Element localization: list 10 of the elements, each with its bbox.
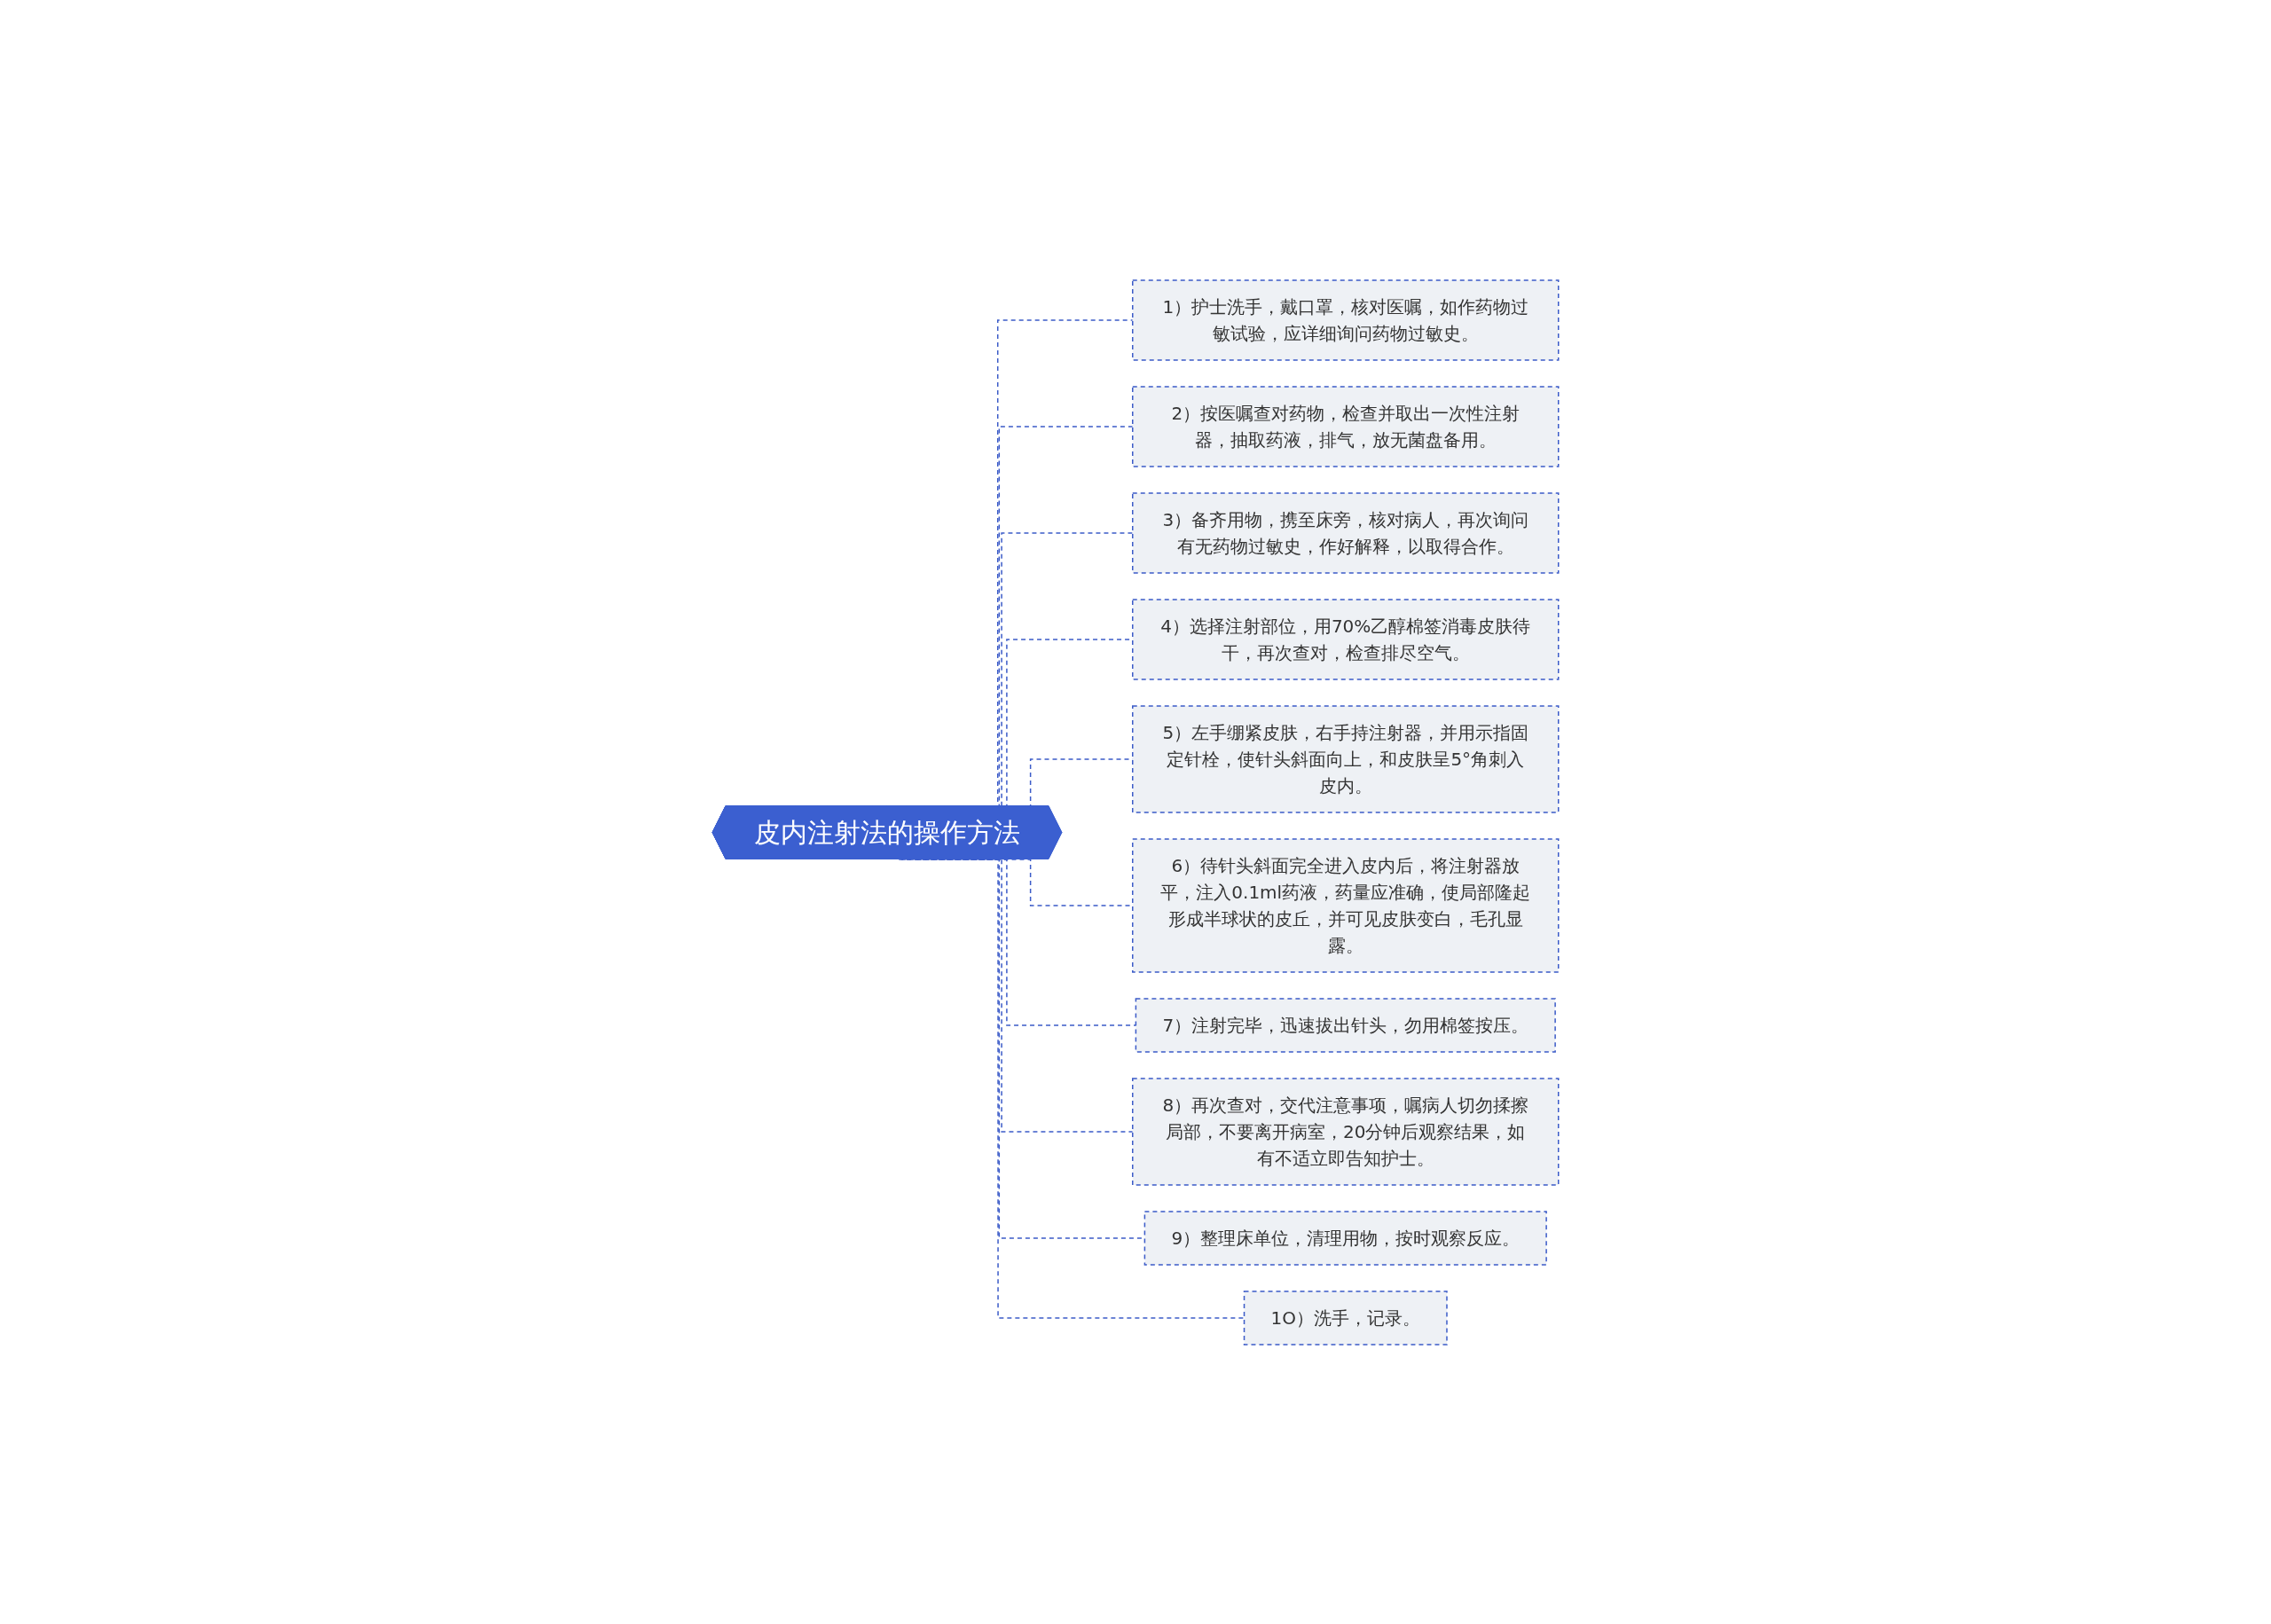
node-box: 2）按医嘱查对药物，检查并取出一次性注射器，抽取药液，排气，放无菌盘备用。 xyxy=(1132,385,1560,467)
node-box: 1O）洗手，记录。 xyxy=(1243,1290,1448,1345)
node-box: 6）待针头斜面完全进入皮内后，将注射器放平，注入0.1ml药液，药量应准确，使局部隆起形成半球状的皮丘，并可见皮肤变白，毛孔显露。 xyxy=(1132,837,1560,973)
node-box: 8）再次查对，交代注意事项，嘱病人切勿揉擦局部，不要离开病室，20分钟后观察结果，如有不适立即告知护士。 xyxy=(1132,1077,1560,1186)
node-box: 9）整理床单位，清理用物，按时观察反应。 xyxy=(1143,1210,1547,1266)
node-box: 7）注射完毕，迅速拔出针头，勿用棉签按压。 xyxy=(1135,997,1556,1053)
node-box: 3）备齐用物，携至床旁，核对病人，再次询问有无药物过敏史，作好解释，以取得合作。 xyxy=(1132,491,1560,574)
node-box: 1）护士洗手，戴口罩，核对医嘱，如作药物过敏试验，应详细询问药物过敏史。 xyxy=(1132,279,1560,361)
node-box: 4）选择注射部位，用70%乙醇棉签消毒皮肤待干，再次查对，检查排尽空气。 xyxy=(1132,598,1560,680)
node-box: 5）左手绷紧皮肤，右手持注射器，并用示指固定针栓，使针头斜面向上，和皮肤呈5°角刺入皮内。 xyxy=(1132,704,1560,813)
